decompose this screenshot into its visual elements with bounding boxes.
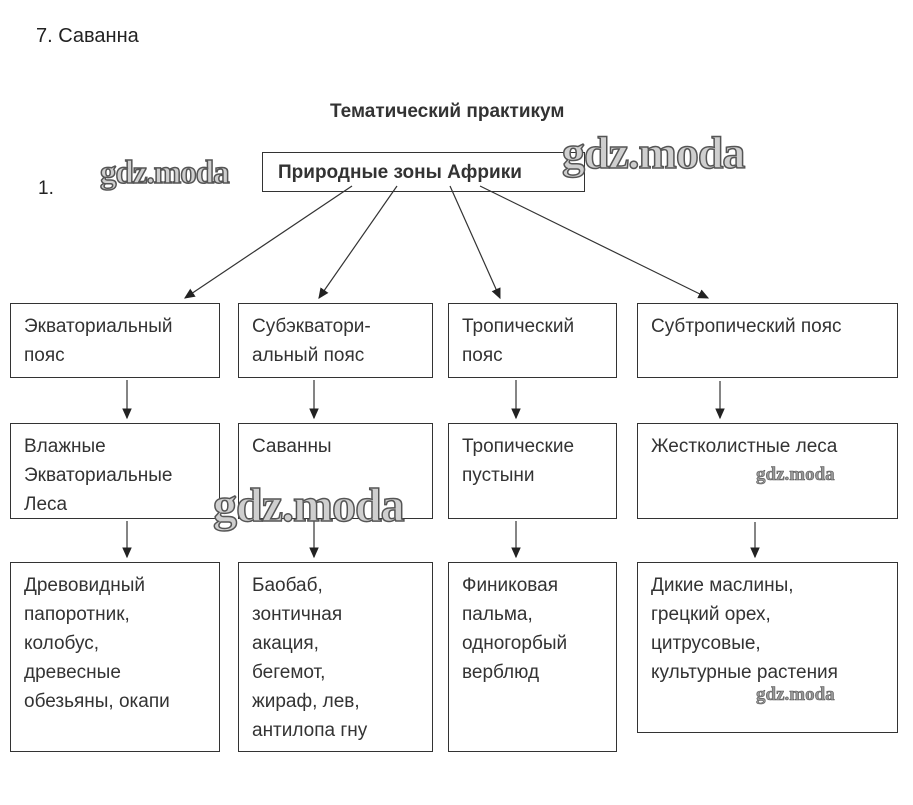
arrow	[449, 185, 501, 300]
species-box: Древовидный папоротник, колобус, древесные о…	[10, 562, 220, 752]
species-line: акация,	[252, 633, 319, 654]
belt-line: пояс	[462, 345, 503, 366]
species-line: цитрусовые,	[651, 633, 761, 654]
arrow	[479, 185, 710, 299]
species-line: верблюд	[462, 662, 540, 683]
species-line: Древовидный	[24, 575, 146, 596]
belt-box: Тропический пояс	[448, 303, 617, 378]
watermark: gdz.moda	[99, 154, 230, 192]
section-heading: 7. Саванна	[36, 25, 139, 47]
species-line: жираф, лев,	[252, 691, 360, 712]
species-line: древесные	[24, 662, 121, 683]
zone-line: Леса	[24, 494, 68, 515]
species-line: одногорбый	[462, 633, 568, 654]
zone-box: Саванны	[238, 423, 433, 519]
species-line: Баобаб,	[252, 575, 323, 596]
zone-box: Жестколистные леса	[637, 423, 898, 519]
watermark: gdz.moda	[561, 126, 746, 179]
species-box: Баобаб, зонтичная акация, бегемот, жираф, ле…	[238, 562, 433, 752]
species-line: Финиковая	[462, 575, 558, 596]
belt-line: Экваториальный	[24, 316, 173, 337]
species-line: бегемот,	[252, 662, 326, 683]
belt-box: Субэкватори-альный пояс	[238, 303, 433, 378]
species-line: грецкий орех,	[651, 604, 771, 625]
zone-box: Тропические пустыни	[448, 423, 617, 519]
species-box: Дикие маслины, грецкий орех, цитрусовые, ку…	[637, 562, 898, 733]
species-box: Финиковая пальма, одногорбый верблюд	[448, 562, 617, 752]
zone-line: Тропические	[462, 436, 575, 457]
species-line: папоротник,	[24, 604, 130, 625]
belt-line: Субэкватори-	[252, 316, 371, 337]
species-line: зонтичная	[252, 604, 343, 625]
belt-line: пояс	[24, 345, 65, 366]
task-number: 1.	[38, 178, 54, 199]
arrow	[184, 185, 353, 299]
zone-line: Саванны	[252, 436, 332, 457]
practicum-title: Тематический практикум	[330, 101, 565, 122]
belt-line: Субтропический пояс	[651, 316, 842, 337]
watermark: gdz.moda	[756, 464, 835, 486]
belt-box: Субтропический пояс	[637, 303, 898, 378]
watermark: gdz.moda	[212, 478, 405, 533]
arrow	[318, 185, 398, 299]
root-node: Природные зоны Африки	[262, 152, 585, 192]
species-line: колобус,	[24, 633, 100, 654]
belt-line: альный пояс	[252, 345, 365, 366]
species-line: культурные растения	[651, 662, 838, 683]
zone-line: Жестколистные леса	[651, 436, 838, 457]
species-line: Дикие маслины,	[651, 575, 794, 596]
species-line: пальма,	[462, 604, 533, 625]
watermark: gdz.moda	[756, 684, 835, 706]
zone-line: Экваториальные	[24, 465, 173, 486]
root-label: Природные зоны Африки	[278, 162, 522, 183]
belt-line: Тропический	[462, 316, 575, 337]
zone-line: Влажные	[24, 436, 106, 457]
species-line: антилопа гну	[252, 720, 368, 741]
species-line: обезьяны, окапи	[24, 691, 170, 712]
belt-box: Экваториальный пояс	[10, 303, 220, 378]
zone-line: пустыни	[462, 465, 535, 486]
